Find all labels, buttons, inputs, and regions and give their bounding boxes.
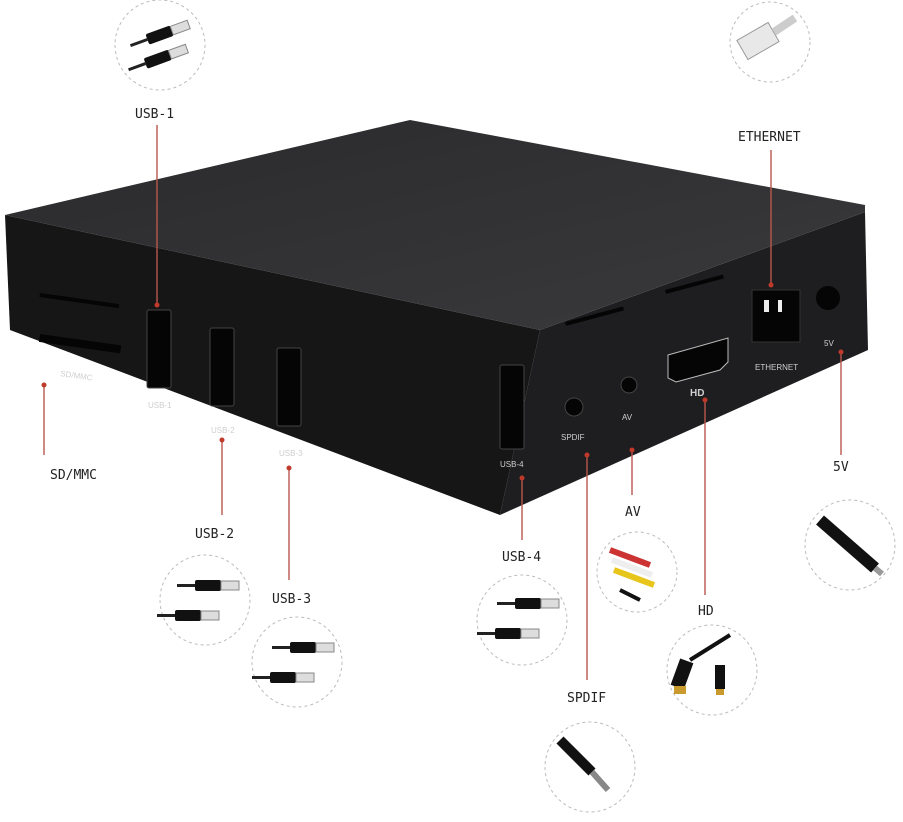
callout-ethernet: ETHERNET (738, 130, 801, 145)
power-cable-icon (804, 499, 896, 591)
av-port[interactable] (620, 376, 638, 394)
tv-box-device: SD/MMC USB-1 USB-2 USB-3 USB-4 SPDIF AV … (5, 120, 868, 515)
front-left-face (5, 215, 540, 515)
sd-card-slot[interactable] (38, 334, 122, 354)
callout-5v: 5V (833, 460, 849, 475)
port-label-sdmmc: SD/MMC (60, 369, 94, 382)
hdmi-cable-icon (666, 624, 758, 716)
usb-3-port[interactable] (276, 347, 302, 427)
spdif-port[interactable] (564, 397, 584, 417)
power-port[interactable] (816, 286, 840, 310)
usb-1-port[interactable] (146, 309, 172, 389)
port-label-ethernet: ETHERNET (755, 363, 798, 372)
callout-usb-4: USB-4 (502, 550, 541, 565)
callout-usb-1: USB-1 (135, 107, 174, 122)
port-label-usb1: USB-1 (148, 401, 172, 410)
top-face (5, 120, 865, 330)
usb-4-cable-icon (476, 574, 568, 666)
ethernet-port[interactable] (751, 289, 801, 343)
usb-4-port[interactable] (499, 364, 525, 450)
spdif-cable-icon (544, 721, 636, 813)
port-label-usb2: USB-2 (211, 426, 235, 435)
port-label-5v: 5V (824, 339, 834, 348)
ethernet-cable-icon (729, 1, 811, 83)
callout-usb-2: USB-2 (195, 527, 234, 542)
callout-hd: HD (698, 604, 714, 619)
port-label-usb3: USB-3 (279, 449, 303, 458)
port-label-spdif: SPDIF (561, 433, 585, 442)
callout-sd-mmc: SD/MMC (50, 468, 97, 483)
usb-2-cable-icon (156, 554, 251, 646)
leader-lines (41, 125, 844, 680)
port-label-hd: HD (690, 388, 704, 399)
usb-3-cable-icon (251, 616, 343, 708)
usb-1-cable-icon (114, 0, 206, 91)
port-label-usb4: USB-4 (500, 460, 524, 469)
usb-2-port[interactable] (209, 327, 235, 407)
callout-av: AV (625, 505, 641, 520)
port-label-av: AV (622, 413, 633, 422)
callout-usb-3: USB-3 (272, 592, 311, 607)
callout-spdif: SPDIF (567, 691, 606, 706)
av-cable-icon (596, 531, 678, 613)
hdmi-port[interactable] (667, 337, 729, 383)
